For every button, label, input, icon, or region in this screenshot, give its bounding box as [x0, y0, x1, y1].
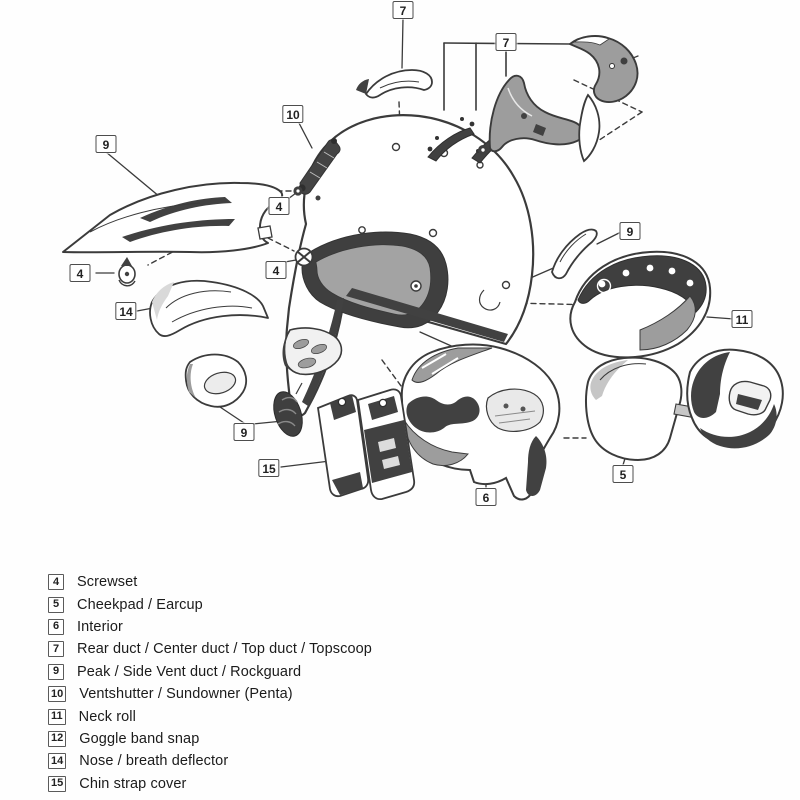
legend-item-number: 14 [48, 753, 67, 770]
callout-4: 4 [69, 264, 91, 282]
neck-roll [569, 250, 712, 359]
legend-row: 11 Neck roll [48, 705, 800, 727]
legend-row: 5 Cheekpad / Earcup [48, 593, 800, 615]
rear-duct [568, 35, 639, 104]
callout-15: 15 [258, 459, 280, 477]
legend-item-number: 5 [48, 596, 64, 613]
legend-item-label: Cheekpad / Earcup [77, 596, 203, 613]
callout-9: 9 [233, 423, 255, 441]
screw-washer [293, 186, 303, 196]
callout-9: 9 [95, 135, 117, 153]
legend-item-label: Nose / breath deflector [79, 753, 229, 770]
legend-item-label: Chin strap cover [79, 775, 187, 792]
cheekpad-left [585, 356, 699, 462]
legend-row: 12 Goggle band snap [48, 728, 800, 750]
legend-item-number: 15 [48, 775, 67, 792]
legend-row: 9 Peak / Side Vent duct / Rockguard [48, 661, 800, 683]
legend-item-number: 9 [48, 663, 64, 680]
legend-row: 14 Nose / breath deflector [48, 750, 800, 772]
screwset-screw [118, 257, 136, 287]
callout-11: 11 [731, 310, 753, 328]
callout-5: 5 [612, 465, 634, 483]
legend-item-number: 4 [48, 574, 64, 591]
ventshutter [298, 138, 341, 195]
rear-duct-blade [578, 93, 601, 163]
center-duct [478, 74, 584, 155]
legend-item-label: Peak / Side Vent duct / Rockguard [77, 663, 302, 680]
callout-14: 14 [115, 302, 137, 320]
exploded-diagram [62, 18, 784, 501]
shell-vent-holes [358, 142, 511, 292]
legend-item-label: Neck roll [78, 708, 136, 725]
legend-item-number: 10 [48, 686, 67, 703]
sundowner-vent [273, 382, 303, 437]
cheekpad-right [686, 348, 784, 449]
legend-item-label: Interior [77, 618, 123, 635]
interior [400, 343, 561, 501]
side-vent-duct [551, 228, 598, 280]
legend-item-number: 7 [48, 641, 64, 658]
legend-row: 4 Screwset [48, 571, 800, 593]
legend-item-label: Goggle band snap [79, 730, 200, 747]
legend-item-label: Rear duct / Center duct / Top duct / Top… [77, 641, 372, 658]
legend-row: 7 Rear duct / Center duct / Top duct / T… [48, 638, 800, 660]
callout-7: 7 [495, 33, 517, 51]
legend-item-number: 12 [48, 730, 67, 747]
callout-4: 4 [265, 261, 287, 279]
goggle-band-snap [294, 247, 314, 267]
legend-item-label: Screwset [77, 574, 138, 591]
topscoop [356, 69, 433, 99]
callout-9: 9 [619, 222, 641, 240]
callout-10: 10 [282, 105, 304, 123]
legend-row: 10 Ventshutter / Sundowner (Penta) [48, 683, 800, 705]
legend-item-number: 11 [48, 708, 66, 725]
peak [62, 181, 284, 254]
callout-4: 4 [268, 197, 290, 215]
legend-row: 15 Chin strap cover [48, 773, 800, 795]
nose-breath-deflector [149, 279, 269, 337]
chin-strap-covers [317, 388, 416, 501]
legend-item-number: 6 [48, 618, 64, 635]
legend-item-label: Ventshutter / Sundowner (Penta) [79, 686, 293, 703]
callout-7: 7 [392, 1, 414, 19]
rockguard [184, 353, 248, 408]
legend-row: 6 Interior [48, 616, 800, 638]
helmet-shell [282, 114, 535, 417]
mouth-vent [282, 327, 343, 376]
neck-roll-holes [598, 264, 694, 288]
callout-6: 6 [475, 488, 497, 506]
legend: 4 Screwset 5 Cheekpad / Earcup 6 Interio… [0, 562, 800, 795]
